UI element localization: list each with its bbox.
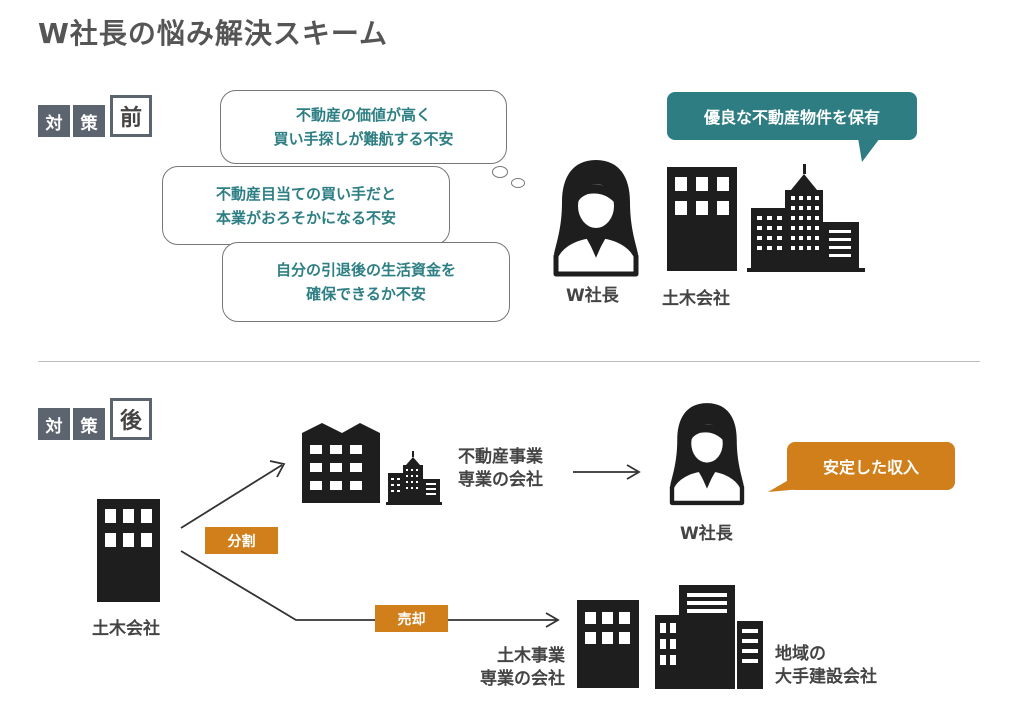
split-arrow-line [180,464,283,529]
city-buildings-icon [386,451,442,505]
sale-badge: 売却 [375,605,448,632]
sale-badge-text: 売却 [397,611,426,628]
construction-company-building-icon [655,585,763,689]
sale-arrow-head [545,612,560,628]
split-badge: 分割 [205,527,278,554]
worry-line: 自分の引退後の生活資金を [275,261,456,279]
split-arrow-head [269,460,286,478]
civil-company-label: 土木事業 専業の会社 [461,645,565,691]
office-building-icon [97,499,160,602]
person-label-after: W社長 [680,524,733,544]
tag-char: 策 [73,105,105,137]
income-callout: 安定した収入 [787,442,955,490]
thought-dot [511,178,525,188]
thought-dot [492,166,508,178]
stage-tag-after: 対 策 後 [38,398,152,440]
civil-company-line: 専業の会社 [480,669,565,689]
buyer-line: 地域の [775,644,826,664]
worry-bubble-3: 自分の引退後の生活資金を 確保できるか不安 [222,242,510,322]
office-building-icon [577,600,639,688]
worry-line: 買い手探しが難航する不安 [273,130,454,148]
businesswoman-icon [669,403,745,506]
tag-char: 策 [73,408,105,440]
asset-callout: 優良な不動産物件を保有 [667,92,917,140]
civil-company-line: 土木事業 [497,646,565,666]
income-arrow-head [626,464,641,480]
split-badge-text: 分割 [227,533,256,550]
businesswoman-icon [553,160,639,277]
page-title: W社長の悩み解決スキーム [38,17,389,50]
sale-arrow-line [180,550,556,621]
person-label-before: W社長 [566,286,619,306]
stage-tag-before: 対 策 前 [38,95,152,137]
company-label-after: 土木会社 [92,619,160,639]
worry-bubble-2: 不動産目当ての買い手だと 本業がおろそかになる不安 [162,166,450,245]
city-buildings-icon [747,164,865,272]
income-callout-text: 安定した収入 [822,458,919,477]
section-divider [38,361,980,362]
stage-label-before: 前 [110,95,152,137]
worry-bubble-1: 不動産の価値が高く 買い手探しが難航する不安 [220,90,507,164]
realestate-company-line: 専業の会社 [458,470,543,490]
realestate-company-line: 不動産事業 [458,447,543,467]
buyer-line: 大手建設会社 [775,667,877,687]
tag-char: 対 [38,105,70,137]
buyer-label: 地域の 大手建設会社 [775,643,877,689]
office-building-icon [667,167,737,271]
company-label-before: 土木会社 [662,289,730,309]
worry-line: 不動産の価値が高く [295,106,431,124]
stage-label-after: 後 [110,398,152,440]
worry-line: 本業がおろそかになる不安 [215,208,396,227]
realestate-company-label: 不動産事業 専業の会社 [458,446,543,492]
asset-callout-text: 優良な不動産物件を保有 [703,108,880,127]
factory-building-icon [302,423,380,503]
worry-line: 確保できるか不安 [306,285,426,303]
tag-char: 対 [38,408,70,440]
worry-line: 不動産目当ての買い手だと [215,184,396,203]
